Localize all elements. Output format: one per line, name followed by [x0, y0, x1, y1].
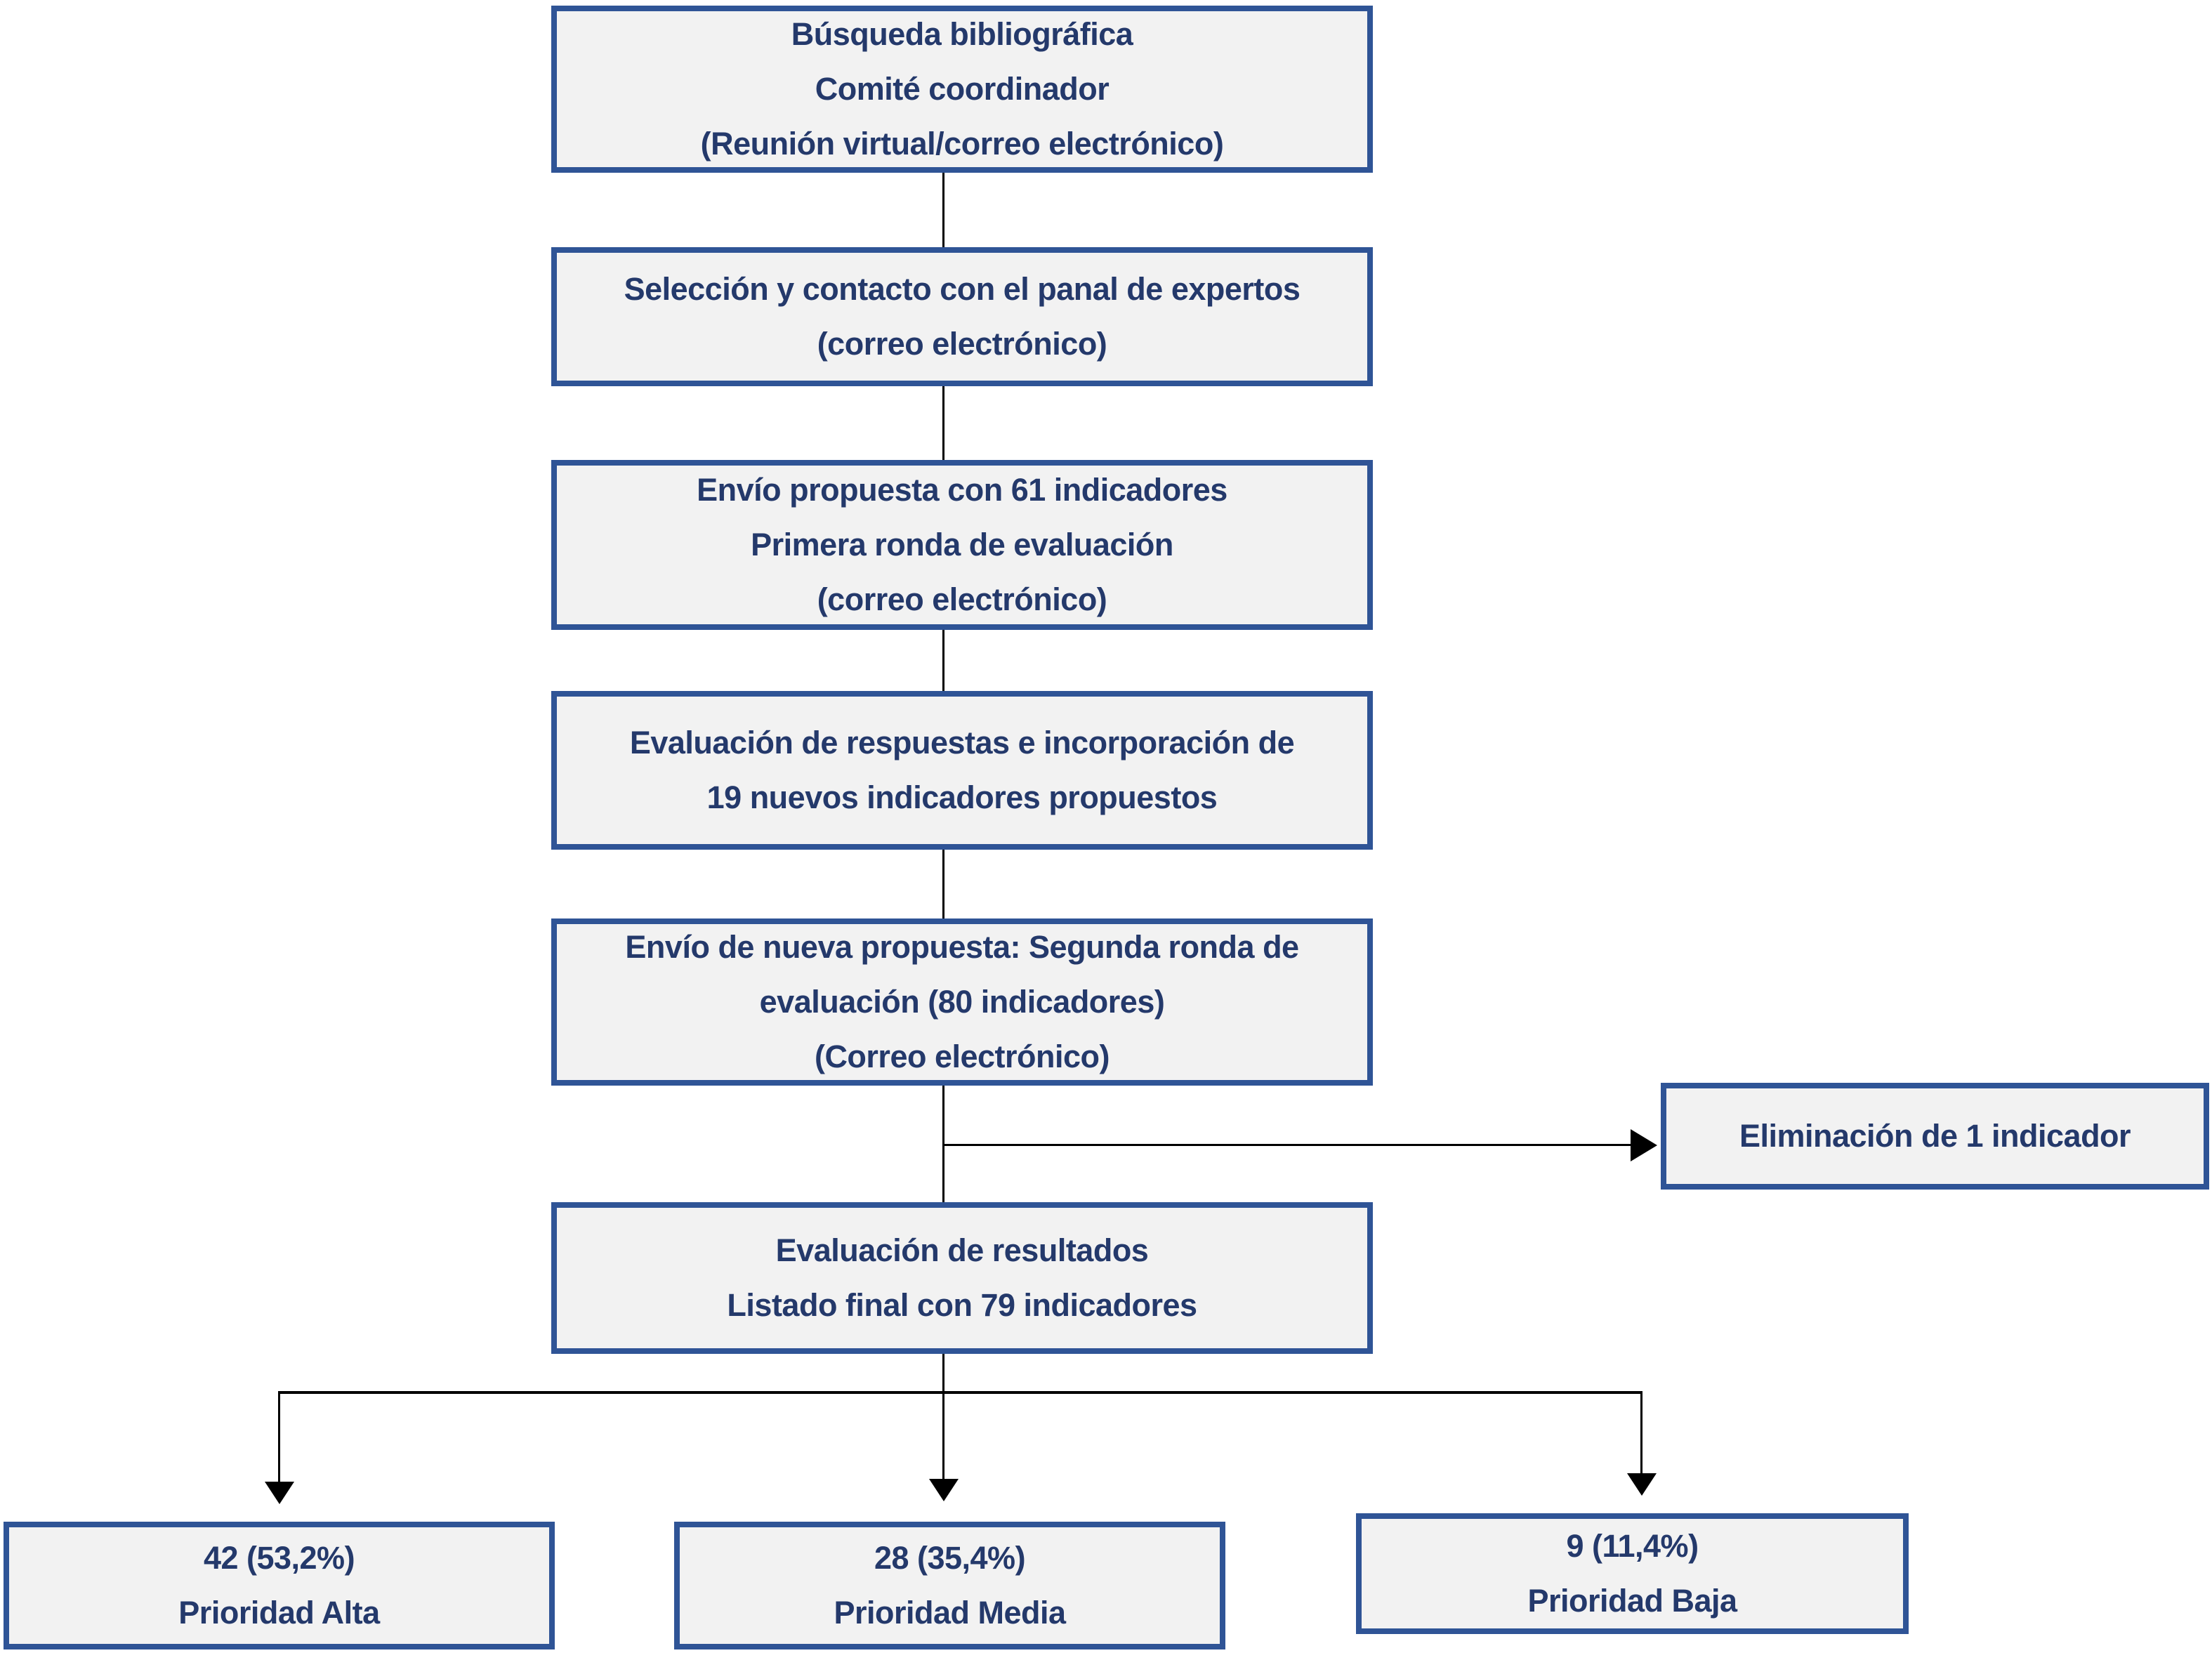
connector-branch-rail	[279, 1391, 1642, 1394]
node-eliminacion-indicador: Eliminación de 1 indicador	[1661, 1083, 2209, 1190]
arrowhead-down-prioridad-media	[929, 1479, 959, 1501]
connector-rail-to-prioridad-alta	[278, 1391, 280, 1482]
node-text-line: Evaluación de respuestas e incorporación…	[629, 725, 1295, 760]
node-text-line: 28 (35,4%)	[874, 1540, 1026, 1576]
node-prioridad-alta: 42 (53,2%) Prioridad Alta	[4, 1522, 555, 1649]
connector-primera-ronda-to-evaluacion-respuestas	[942, 630, 944, 691]
node-text-line: Evaluación de resultados	[775, 1232, 1149, 1268]
node-text-line: Listado final con 79 indicadores	[727, 1287, 1197, 1323]
node-text-line: 42 (53,2%)	[203, 1540, 355, 1576]
node-segunda-ronda: Envío de nueva propuesta: Segunda ronda …	[551, 918, 1373, 1086]
node-text-line: (Correo electrónico)	[814, 1039, 1110, 1074]
connector-busqueda-to-seleccion	[942, 173, 944, 247]
node-text-line: Eliminación de 1 indicador	[1739, 1118, 2131, 1154]
node-text-line: Envío de nueva propuesta: Segunda ronda …	[625, 929, 1299, 965]
node-evaluacion-resultados: Evaluación de resultados Listado final c…	[551, 1202, 1373, 1354]
node-text-line: 9 (11,4%)	[1566, 1528, 1699, 1564]
arrowhead-right-eliminacion	[1631, 1129, 1657, 1161]
arrowhead-down-prioridad-alta	[265, 1482, 294, 1504]
node-text-line: Prioridad Baja	[1527, 1583, 1737, 1619]
node-text-line: Prioridad Media	[834, 1595, 1066, 1631]
node-primera-ronda: Envío propuesta con 61 indicadores Prime…	[551, 460, 1373, 630]
node-text-line: evaluación (80 indicadores)	[759, 984, 1165, 1020]
connector-evaluacion-respuestas-to-segunda-ronda	[942, 850, 944, 918]
node-text-line: (Reunión virtual/correo electrónico)	[700, 126, 1224, 162]
connector-rail-to-prioridad-baja	[1640, 1391, 1642, 1473]
node-text-line: Primera ronda de evaluación	[751, 527, 1173, 562]
node-text-line: (correo electrónico)	[817, 326, 1107, 362]
node-text-line: Comité coordinador	[815, 71, 1110, 107]
node-text-line: Búsqueda bibliográfica	[791, 16, 1133, 52]
connector-resultados-to-prioridad-media	[942, 1354, 944, 1479]
connector-branch-to-eliminacion	[942, 1144, 1631, 1146]
arrowhead-down-prioridad-baja	[1627, 1473, 1657, 1496]
node-prioridad-baja: 9 (11,4%) Prioridad Baja	[1356, 1513, 1909, 1634]
node-evaluacion-respuestas: Evaluación de respuestas e incorporación…	[551, 691, 1373, 850]
node-seleccion-panel-expertos: Selección y contacto con el panal de exp…	[551, 247, 1373, 386]
node-prioridad-media: 28 (35,4%) Prioridad Media	[674, 1522, 1225, 1649]
node-text-line: Envío propuesta con 61 indicadores	[697, 472, 1227, 508]
node-text-line: (correo electrónico)	[817, 581, 1107, 617]
node-text-line: Prioridad Alta	[178, 1595, 380, 1631]
node-busqueda-bibliografica: Búsqueda bibliográfica Comité coordinado…	[551, 6, 1373, 173]
connector-seleccion-to-primera-ronda	[942, 386, 944, 460]
node-text-line: Selección y contacto con el panal de exp…	[624, 271, 1301, 307]
node-text-line: 19 nuevos indicadores propuestos	[706, 779, 1218, 815]
